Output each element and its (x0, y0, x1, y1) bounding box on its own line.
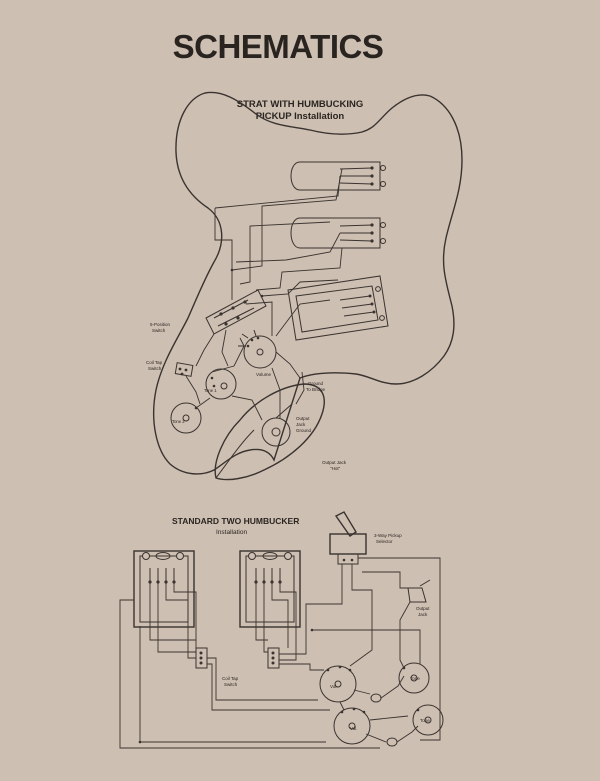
vol-pot-1 (319, 665, 357, 703)
two-hb-coil-tap-label-1: Coil Tap (222, 676, 239, 681)
volume-pot (238, 329, 277, 369)
strat-output-jack (261, 403, 293, 447)
two-humbucker-title: STANDARD TWO HUMBUCKER (172, 516, 299, 526)
five-position-switch-label-2: Switch (152, 328, 166, 333)
output-jack-ground-label-1: Output (296, 416, 310, 421)
tone-1-label: Tone 1 (204, 388, 217, 393)
vol-pot-2 (333, 707, 371, 745)
strat-diagram-subtitle: PICKUP Installation (256, 111, 345, 122)
five-position-switch-label-1: 5-Position (150, 322, 171, 327)
strat-wiring (185, 168, 343, 421)
coil-tap-switch-2 (267, 647, 280, 669)
humbucker-1 (133, 550, 195, 628)
five-position-switch (205, 289, 267, 335)
tone-1-label-hb: Tone (410, 676, 420, 681)
coil-tap-switch-label-1: Coil Tap (146, 360, 163, 365)
middle-pickup (290, 217, 386, 249)
two-humbucker-subtitle: Installation (216, 529, 247, 536)
tone-2-label-hb: Tone (420, 718, 430, 723)
coil-tap-switch-1 (195, 647, 208, 669)
strat-diagram-title: STRAT WITH HUMBUCKING (237, 99, 363, 110)
pickguard-outline (153, 91, 463, 475)
page-title: SCHEMATICS (172, 28, 384, 65)
vol-1-label: Vol. (330, 684, 338, 689)
output-jack-ground-label-3: Ground (296, 428, 312, 433)
two-humbucker-wiring (119, 557, 441, 749)
tone-pot-2 (412, 704, 444, 736)
output-jack-hot-label-2: "Hot" (330, 466, 341, 471)
two-hb-output-jack (407, 579, 431, 603)
output-jack-hot-label-1: Output Jack (322, 460, 347, 465)
two-hb-output-jack-label-1: Output (416, 606, 430, 611)
two-humbucker-diagram: STANDARD TWO HUMBUCKER Installation (119, 511, 444, 749)
capacitors (370, 693, 398, 747)
ground-to-bridge-label-2: To Bridge (306, 387, 326, 392)
vol-2-label: Vol. (350, 726, 358, 731)
two-hb-coil-tap-label-2: Switch (224, 682, 238, 687)
coil-tap-switch-label-2: Switch (148, 366, 162, 371)
neck-pickup (290, 161, 386, 191)
ground-to-bridge-label-1: Ground (308, 381, 324, 386)
two-hb-output-jack-label-2: Jack (418, 612, 428, 617)
three-way-selector-label-1: 3-Way Pickup (374, 533, 402, 538)
output-jack-ground-label-2: Jack (296, 422, 306, 427)
strat-diagram: STRAT WITH HUMBUCKING PICKUP Installatio… (146, 91, 463, 481)
jack-plate (214, 383, 325, 481)
coil-tap-switch (174, 362, 194, 377)
tone-2-label: Tone 2 (172, 419, 185, 424)
three-way-selector (329, 511, 367, 565)
three-way-selector-label-2: Selector (376, 539, 393, 544)
bridge-humbucker (287, 275, 389, 341)
tone-1-pot (205, 368, 237, 400)
volume-label: Volume (256, 372, 272, 377)
humbucker-2 (239, 550, 301, 628)
